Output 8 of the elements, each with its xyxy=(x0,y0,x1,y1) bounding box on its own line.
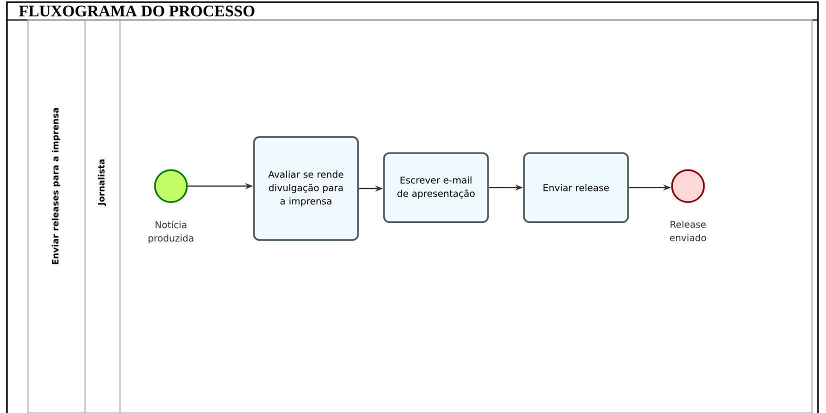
task-box: Enviar release xyxy=(523,152,629,223)
title: FLUXOGRAMA DO PROCESSO xyxy=(19,6,254,16)
task-box: Avaliar se rende divulgação para a imprensa xyxy=(253,136,359,241)
event-label: Notícia produzida xyxy=(148,220,194,244)
event-circle xyxy=(671,169,705,203)
event-label: Release enviado xyxy=(670,220,706,242)
task-box: Escrever e-mail de apresentação xyxy=(383,152,489,223)
event-circle xyxy=(154,169,188,203)
